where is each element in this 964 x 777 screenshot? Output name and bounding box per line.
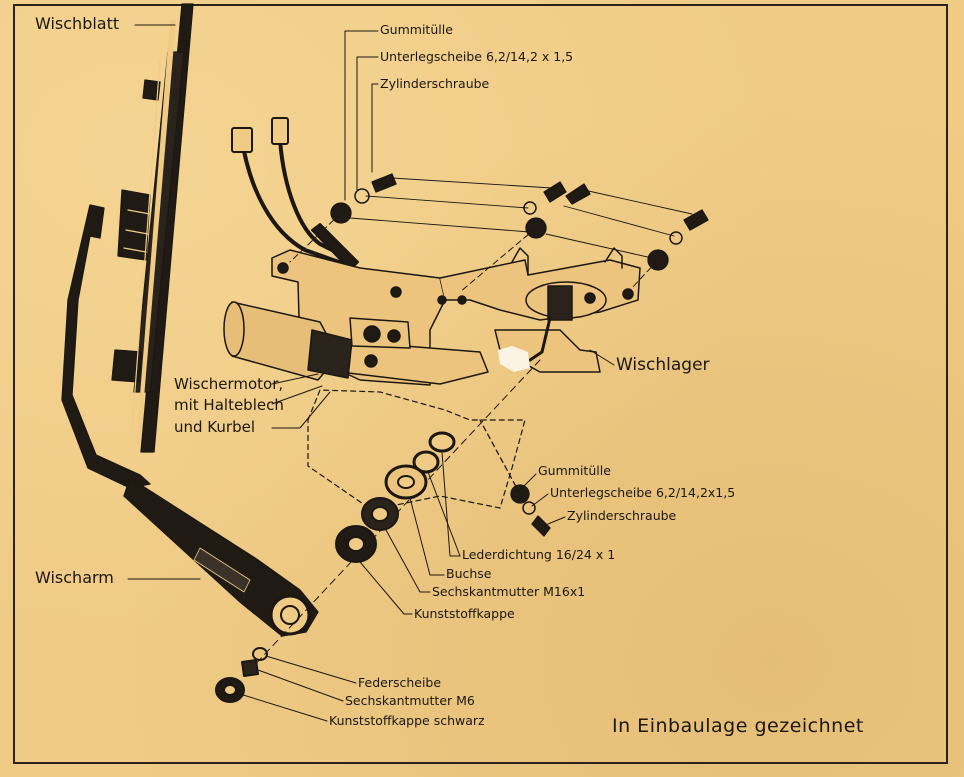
label-wischarm: Wischarm (35, 568, 114, 587)
label-unterlegscheibe-top: Unterlegscheibe 6,2/14,2 x 1,5 (380, 49, 574, 64)
drawing-frame (13, 4, 948, 764)
wiper-motor-part (223, 301, 411, 381)
body-panel-outline (307, 389, 526, 511)
label-kunststoffkappe: Kunststoffkappe (414, 606, 515, 621)
label-sechskantmutter-m16: Sechskantmutter M16x1 (432, 584, 586, 599)
label-federscheibe: Federscheibe (358, 675, 442, 690)
label-zylinderschraube-mid: Zylinderschraube (567, 508, 677, 523)
wiper-bearing-part (525, 281, 607, 362)
leader-lines (127, 24, 615, 722)
label-buchse: Buchse (446, 566, 492, 581)
label-wischblatt: Wischblatt (35, 14, 120, 33)
label-sechskantmutter-m6: Sechskantmutter M6 (345, 693, 475, 708)
label-motor-line1: Wischermotor, (174, 375, 284, 393)
screw-set-mid (479, 419, 551, 537)
label-lederdichtung: Lederdichtung 16/24 x 1 (462, 547, 616, 562)
label-gummituelle-top: Gummitülle (380, 22, 453, 37)
label-unterlegscheibe-mid: Unterlegscheibe 6,2/14,2x1,5 (550, 485, 736, 500)
screw-set-middle (523, 181, 591, 239)
screw-set-left (330, 173, 397, 224)
note-installation-position: In Einbaulage gezeichnet (612, 715, 864, 737)
screw-set-right (647, 209, 709, 271)
bearing-stack (249, 359, 541, 671)
label-wischlager: Wischlager (616, 355, 710, 375)
label-zylinderschraube-top: Zylinderschraube (380, 76, 490, 91)
label-motor-line2: mit Halteblech (174, 396, 284, 414)
label-kunststoffkappe-schwarz: Kunststoffkappe schwarz (329, 713, 485, 728)
wiper-blade-part (111, 3, 194, 453)
label-motor-line3: und Kurbel (174, 418, 255, 436)
cable-connectors (231, 117, 359, 271)
label-gummituelle-mid: Gummitülle (538, 463, 611, 478)
bottom-parts (215, 647, 268, 703)
wiper-arm-part (61, 204, 319, 637)
